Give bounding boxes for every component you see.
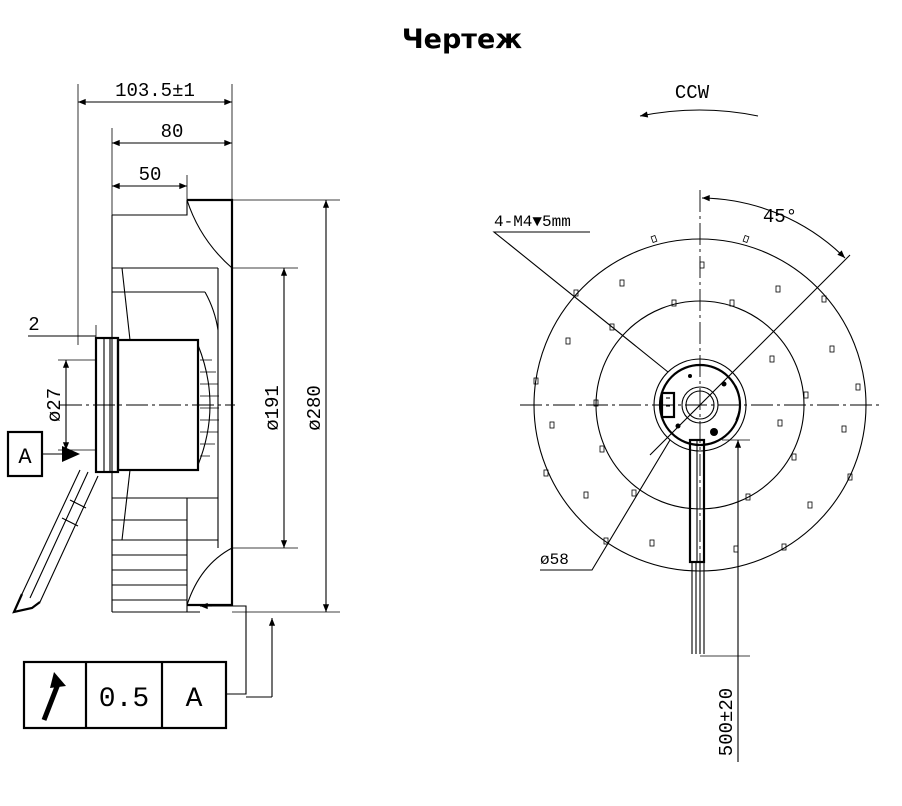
tolerance-datum: A: [186, 684, 203, 715]
tolerance-frame: 0.5 A: [22, 660, 228, 730]
dim-shaft: ø27: [44, 388, 66, 422]
datum-label: A: [18, 445, 32, 470]
page-title: Чертеж: [402, 24, 522, 55]
cable-length: 500±20: [716, 688, 738, 756]
hub-diameter: ø58: [540, 551, 569, 569]
dim-80: 80: [161, 121, 184, 143]
side-view: 103.5±1 80 50 2: [6, 80, 340, 698]
tolerance-value: 0.5: [99, 684, 149, 715]
thread-label: 4-M4▼5mm: [494, 213, 571, 231]
angle-label: 45°: [763, 206, 797, 228]
dim-inner-diameter: ø191: [262, 385, 284, 431]
rotation-label: CCW: [675, 82, 710, 104]
runout-arrow-icon: [41, 672, 66, 721]
dim-outer-diameter: ø280: [304, 385, 326, 431]
dim-50: 50: [139, 164, 162, 186]
dim-total-depth: 103.5±1: [115, 80, 195, 102]
dim-2: 2: [28, 314, 39, 336]
front-view: CCW 45° 4-M4▼5mm ø58: [492, 82, 880, 762]
